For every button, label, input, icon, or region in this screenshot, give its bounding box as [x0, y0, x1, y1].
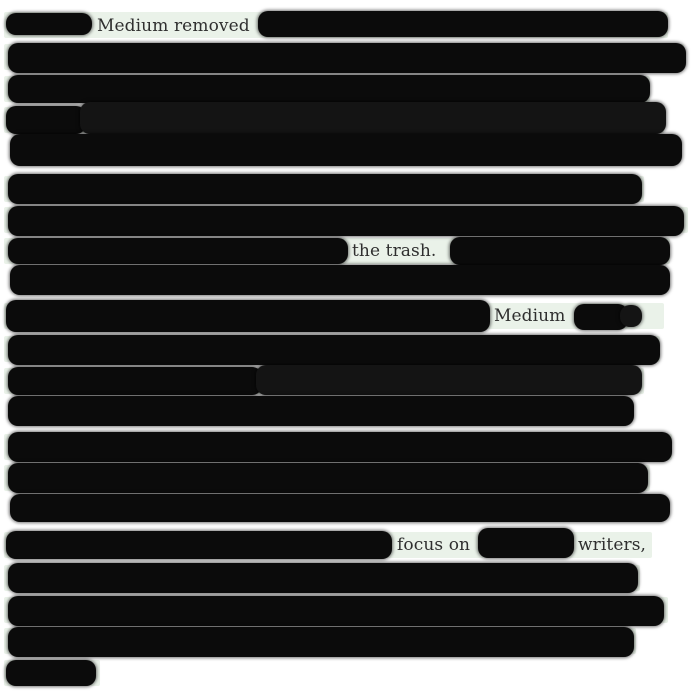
visible-word: focus on	[397, 535, 471, 555]
redaction-stroke	[10, 134, 682, 166]
redaction-stroke	[8, 596, 664, 626]
redaction-stroke	[620, 305, 642, 327]
redaction-stroke	[574, 304, 628, 330]
redaction-stroke	[8, 238, 348, 264]
redaction-stroke	[6, 531, 392, 559]
redaction-stroke	[8, 174, 642, 204]
redaction-stroke	[8, 627, 634, 657]
redaction-stroke	[80, 102, 666, 134]
redaction-stroke	[478, 528, 574, 558]
redaction-stroke	[6, 106, 86, 134]
redaction-stroke	[10, 265, 670, 295]
redaction-stroke	[8, 43, 686, 73]
redaction-stroke	[8, 432, 672, 462]
redaction-stroke	[8, 367, 262, 395]
redaction-stroke	[8, 563, 638, 593]
redaction-stroke	[6, 660, 96, 686]
redaction-stroke	[450, 237, 670, 265]
redaction-stroke	[6, 13, 92, 35]
redaction-stroke	[8, 463, 648, 493]
redaction-stroke	[8, 396, 634, 426]
redaction-stroke	[8, 206, 684, 236]
redaction-stroke	[10, 494, 670, 522]
redaction-stroke	[6, 300, 490, 332]
visible-word: Medium removed	[97, 16, 250, 36]
redaction-stroke	[258, 11, 668, 37]
redaction-stroke	[8, 335, 660, 365]
redaction-stroke	[8, 75, 650, 103]
visible-word: writers,	[578, 535, 647, 555]
visible-word: the trash.	[352, 241, 437, 261]
redaction-stroke	[256, 365, 642, 395]
visible-word: Medium	[494, 306, 566, 326]
